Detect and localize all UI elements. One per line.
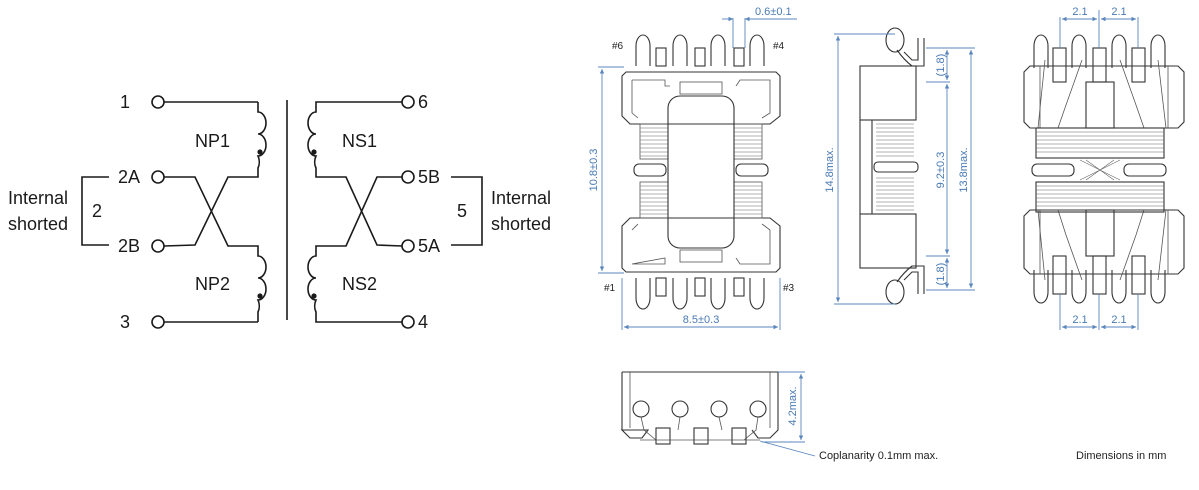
- dim-pitch-top-right: 2.1: [1111, 6, 1126, 18]
- winding-np2: [164, 176, 267, 322]
- pin-terminal-5b: [401, 170, 415, 184]
- units-note: Dimensions in mm: [1076, 450, 1166, 462]
- winding-label-ns2: NS2: [342, 274, 377, 294]
- dim-pitch-top-left: 2.1: [1072, 6, 1087, 18]
- dim-width: 8.5±0.3: [683, 314, 720, 326]
- pin-terminal-2b: [151, 239, 165, 253]
- front-view: 4.2max. Coplanarity 0.1mm max.: [620, 371, 938, 462]
- polarity-dot: [257, 293, 263, 299]
- winding-ns2: [307, 176, 402, 323]
- internal-shorted-note: Internal: [8, 188, 68, 208]
- pin-label-5a: 5A: [418, 236, 440, 256]
- polarity-dot: [257, 149, 263, 155]
- winding-np1: [163, 102, 267, 247]
- pin-terminal-2a: [151, 170, 165, 184]
- internal-shorted-note: Internal: [491, 188, 551, 208]
- internal-short-bracket: [81, 176, 109, 246]
- pin-label-5b: 5B: [418, 167, 440, 187]
- internal-short-bracket: [451, 176, 483, 246]
- pin-mark-3: #3: [783, 283, 795, 294]
- dim-pitch-bottom-right: 2.1: [1111, 314, 1126, 326]
- pin-terminal-4: [401, 315, 415, 329]
- pin-terminal-3: [151, 315, 165, 329]
- pin-label-2b: 2B: [118, 236, 140, 256]
- pin-terminal-5a: [401, 239, 415, 253]
- top-view: #6 #4 #1 #3 0.6±0.1 10.8±0.3 8.5±0.3: [588, 6, 797, 330]
- dim-overall-length: 14.8max.: [824, 147, 836, 192]
- dim-pitch-bottom-left: 2.1: [1072, 314, 1087, 326]
- bottom-view: 2.1 2.1 2.1 2.1: [1023, 6, 1185, 330]
- polarity-dot: [311, 293, 317, 299]
- short-label-5: 5: [457, 201, 467, 221]
- winding-ns1: [307, 101, 403, 247]
- internal-shorted-note: shorted: [8, 214, 68, 234]
- dim-lead-top: (1.8): [935, 54, 947, 77]
- dim-height: 10.8±0.3: [588, 149, 600, 192]
- side-view: 14.8max. (1.8) 9.2±0.3 (1.8) 13.8max.: [824, 27, 975, 305]
- internal-shorted-note: shorted: [491, 214, 551, 234]
- pin-mark-4: #4: [773, 41, 785, 52]
- dim-lead-bottom: (1.8): [935, 263, 947, 286]
- winding-label-ns1: NS1: [342, 131, 377, 151]
- schematic-diagram: 1 2A 2B 3 NP1 NP2 2 Internal shorted 6 N…: [8, 92, 551, 332]
- winding-label-np1: NP1: [195, 131, 230, 151]
- polarity-dot: [311, 149, 317, 155]
- pin-terminal-6: [401, 95, 415, 109]
- dim-front-height: 4.2max.: [787, 386, 799, 425]
- pin-label-6: 6: [418, 92, 428, 112]
- coplanarity-note: Coplanarity 0.1mm max.: [819, 450, 938, 462]
- pin-mark-1: #1: [604, 283, 616, 294]
- pin-terminal-1: [151, 95, 165, 109]
- pin-label-4: 4: [418, 312, 428, 332]
- dim-pitch-total: 13.8max.: [958, 147, 970, 192]
- short-label-2: 2: [92, 201, 102, 221]
- dim-body-length: 9.2±0.3: [935, 152, 947, 189]
- dim-pin-width: 0.6±0.1: [755, 6, 792, 18]
- pin-label-3: 3: [120, 312, 130, 332]
- pin-mark-6: #6: [612, 41, 624, 52]
- pin-label-2a: 2A: [118, 167, 140, 187]
- winding-label-np2: NP2: [195, 274, 230, 294]
- pin-label-1: 1: [120, 92, 130, 112]
